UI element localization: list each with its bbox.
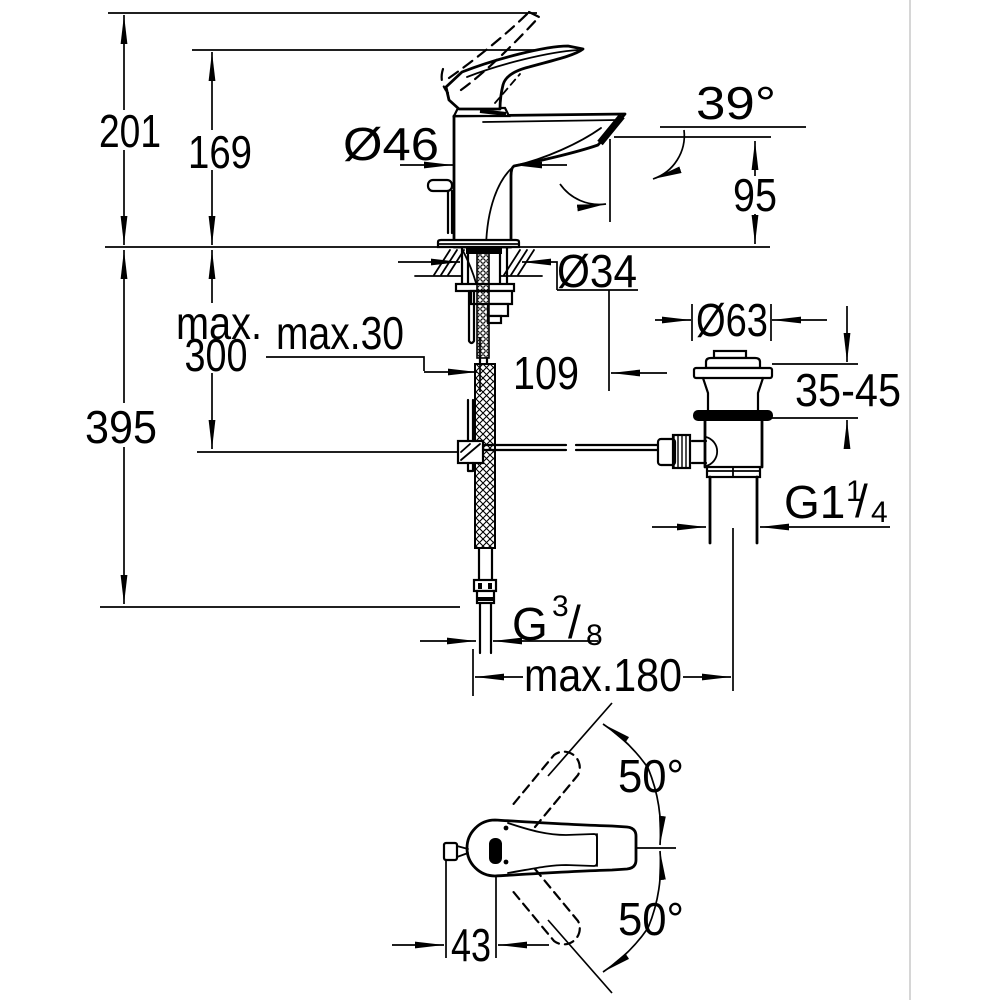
popup-rod-linkage: [456, 398, 661, 473]
waste-knurled-knob: [671, 433, 692, 470]
faucet-body-outline: [452, 112, 627, 249]
threaded-rod: [476, 247, 490, 359]
popup-waste-valve: [656, 349, 774, 545]
dim-waste-thread: G1 1 / 4: [784, 475, 888, 529]
dim-max-reach: max.180: [524, 649, 682, 701]
supply-thread-sub: 8: [586, 619, 603, 652]
lever-raised-dashed: [440, 10, 541, 95]
dim-deck-thickness-range: 35-45: [795, 364, 901, 416]
waste-cap: [704, 356, 762, 370]
waste-flange: [692, 366, 774, 380]
waste-tailpipe: [708, 475, 759, 545]
handle-top-view: [442, 750, 638, 946]
pullrod-upper: [467, 289, 476, 345]
dim-body-diameter: Ø46: [343, 118, 439, 170]
dim-shank-diameter: Ø34: [557, 245, 637, 297]
handle-swing-dashed: [509, 750, 581, 946]
top-view-knob: [442, 841, 459, 862]
dimension-labels: 201 169 Ø46 39° 95 Ø34 max. 300 max.30 1…: [85, 77, 901, 971]
dim-max-depth-value: 300: [185, 329, 248, 381]
dim-waste-flange-diameter: Ø63: [696, 294, 768, 346]
dim-total-height: 201: [99, 105, 161, 157]
waste-thread-slash: /: [855, 475, 868, 527]
supply-thread-slash: /: [568, 596, 581, 648]
dim-below-deck-height: 395: [85, 401, 157, 453]
waste-gasket: [693, 410, 773, 421]
supply-thread-sup: 3: [552, 590, 569, 623]
dim-handle-pivot-offset: 43: [451, 919, 491, 971]
dim-spout-tip-height: 169: [188, 126, 252, 178]
dim-outlet-height: 95: [733, 169, 777, 221]
waste-thread-base: G1: [784, 476, 845, 528]
dim-aerator-angle: 39°: [696, 77, 776, 129]
pullrod-knob: [426, 178, 454, 235]
dim-max-deck-thickness: max.30: [276, 307, 404, 359]
faucet-side-view: [426, 10, 627, 254]
waste-thread-sub: 4: [871, 496, 888, 529]
horizontal-rod: [481, 443, 661, 452]
dim-handle-swing-lower: 50°: [618, 893, 684, 945]
lever-handle: [444, 44, 585, 111]
dim-hole-offset: 109: [513, 347, 579, 399]
dim-supply-thread: G 3 / 8: [512, 590, 603, 652]
waste-thread-sup: 1: [846, 475, 863, 508]
cartridge-stem-mark: [489, 838, 502, 864]
supply-pipe: [478, 601, 493, 655]
dim-handle-swing-upper: 50°: [618, 750, 684, 802]
supply-thread-base: G: [512, 598, 548, 650]
dim-max-depth-word: max.: [176, 297, 262, 349]
